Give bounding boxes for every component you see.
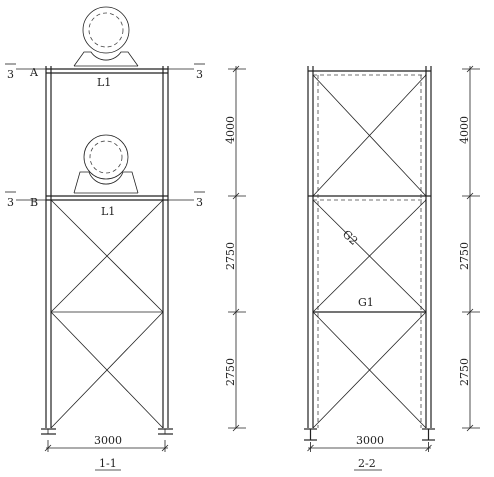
section-marker-right-mid: 3 bbox=[194, 191, 205, 209]
section-title-1-1: 1-1 bbox=[95, 457, 121, 471]
svg-text:3000: 3000 bbox=[94, 434, 122, 447]
svg-text:2750: 2750 bbox=[224, 358, 237, 386]
level-label-a: A bbox=[29, 66, 39, 79]
svg-text:2750: 2750 bbox=[458, 242, 471, 270]
svg-text:4000: 4000 bbox=[224, 116, 237, 144]
pipe-support-mid bbox=[73, 134, 139, 194]
svg-text:2750: 2750 bbox=[224, 242, 237, 270]
height-dimension-middle: 4000 2750 2750 bbox=[224, 65, 246, 432]
height-dimension-right: 4000 2750 2750 bbox=[458, 65, 480, 432]
svg-text:1-1: 1-1 bbox=[99, 457, 117, 470]
beam-label-l1-top: L1 bbox=[97, 76, 111, 89]
brace-mid-2 bbox=[312, 199, 427, 313]
width-dimension-2-2: 3000 bbox=[307, 434, 432, 452]
pipe-support-top bbox=[73, 6, 139, 67]
svg-text:3000: 3000 bbox=[356, 434, 384, 447]
section-title-2-2: 2-2 bbox=[354, 457, 382, 471]
svg-text:4000: 4000 bbox=[458, 116, 471, 144]
svg-text:2750: 2750 bbox=[458, 358, 471, 386]
brace-upper-2 bbox=[50, 199, 164, 313]
svg-text:3: 3 bbox=[7, 196, 14, 209]
section-marker-left-top: 3 bbox=[5, 63, 16, 81]
pipe-outer-icon bbox=[83, 134, 129, 180]
svg-text:3: 3 bbox=[196, 196, 203, 209]
level-label-b: B bbox=[30, 196, 38, 209]
svg-text:2-2: 2-2 bbox=[358, 457, 376, 470]
base-plate-right-icon bbox=[158, 428, 173, 435]
brace-top-2 bbox=[312, 74, 427, 197]
brace-low-2 bbox=[312, 311, 427, 429]
pipe-inner-icon bbox=[89, 140, 123, 174]
member-label-g2: G2 bbox=[340, 228, 360, 248]
base-plate-left-icon bbox=[304, 428, 317, 441]
svg-text:3: 3 bbox=[196, 68, 203, 81]
member-label-g1: G1 bbox=[358, 296, 374, 309]
section-marker-left-mid: 3 bbox=[5, 191, 16, 209]
frame-section-2-2: G2 G1 3000 2-2 bbox=[304, 66, 435, 471]
pipe-outer-icon bbox=[82, 6, 130, 54]
pipe-inner-icon bbox=[88, 12, 124, 48]
section-marker-right-top: 3 bbox=[194, 63, 205, 81]
beam-label-l1-mid: L1 bbox=[101, 205, 115, 218]
frame-section-1-1: L1 L1 A B 3 3 3 3 bbox=[5, 6, 205, 471]
base-plate-right-icon bbox=[422, 428, 435, 441]
width-dimension-1-1: 3000 bbox=[44, 434, 169, 452]
base-plate-left-icon bbox=[41, 428, 56, 435]
svg-text:3: 3 bbox=[7, 68, 14, 81]
brace-lower-2 bbox=[50, 311, 164, 429]
